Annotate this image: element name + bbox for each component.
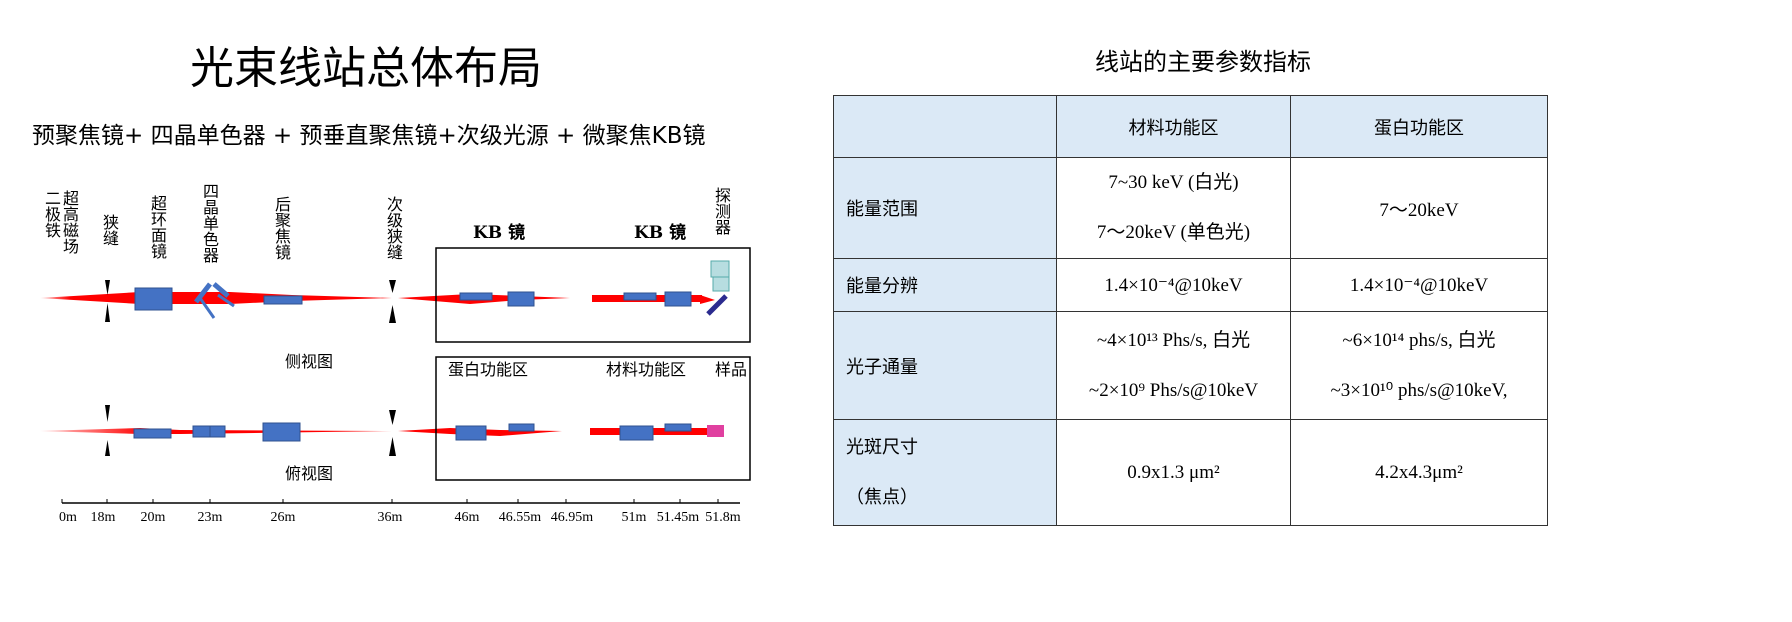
cell: 1.4×10⁻⁴@10keV — [1056, 258, 1291, 312]
beamline-diagram — [40, 247, 751, 504]
side-view-beam — [40, 260, 730, 323]
label-detector: 探测器 — [712, 187, 731, 235]
cell-line: 7~30 keV (白光) — [1108, 172, 1239, 193]
cell-line: ~2×10⁹ Phs/s@10keV — [1088, 379, 1259, 401]
params-table: 材料功能区 蛋白功能区 能量范围 7~30 keV (白光) 7～20keV (单… — [833, 95, 1548, 526]
tick-label: 20m — [140, 510, 166, 525]
label-kb-1: KB 镜 — [473, 223, 526, 243]
header-cell — [833, 95, 1057, 158]
tick-label: 26m — [270, 510, 296, 525]
side-view-box — [435, 247, 751, 343]
label-toroidal-mirror: 超环面镜 — [148, 195, 167, 259]
tick-label: 51m — [621, 510, 647, 525]
cell-line: ~6×10¹⁴ phs/s, 白光 — [1342, 329, 1496, 351]
layout-title: 光束线站总体布局 — [190, 43, 542, 94]
cell: 1.4×10⁻⁴@10keV — [1290, 258, 1548, 312]
toroidal-mirror — [134, 287, 173, 311]
header-cell: 蛋白功能区 — [1290, 95, 1548, 158]
cell: 7～20keV — [1290, 157, 1548, 259]
label-side-view: 侧视图 — [285, 352, 334, 371]
cell: 0.9x1.3 μm² — [1056, 419, 1291, 526]
row-label-line: （焦点） — [846, 486, 918, 508]
label-slit: 狭缝 — [100, 214, 119, 246]
cell: 4.2x4.3μm² — [1290, 419, 1548, 526]
row-label-line: 光斑尺寸 — [846, 436, 918, 458]
header-cell: 材料功能区 — [1056, 95, 1291, 158]
tick-label: 46.95m — [550, 510, 594, 525]
table-row: 能量范围 7~30 keV (白光) 7～20keV (单色光) 7～20keV — [833, 157, 1548, 259]
tick-label: 23m — [197, 510, 223, 525]
top-view-box — [435, 356, 751, 481]
label-secondary-slit: 次级狭缝 — [384, 196, 403, 260]
params-title: 线站的主要参数指标 — [1095, 48, 1311, 76]
label-kb-2: KB 镜 — [634, 223, 687, 243]
cell: ~6×10¹⁴ phs/s, 白光 ~3×10¹⁰ phs/s@10keV, — [1290, 311, 1548, 420]
row-label: 能量分辨 — [833, 258, 1057, 312]
tick-label: 51.45m — [656, 510, 700, 525]
cell-line: ~4×10¹³ Phs/s, 白光 — [1096, 329, 1251, 351]
layout-subtitle: 预聚焦镜+ 四晶单色器 + 预垂直聚焦镜+次级光源 + 微聚焦KB镜 — [32, 123, 706, 149]
tick-label: 46.55m — [498, 510, 542, 525]
cell-line: ~3×10¹⁰ phs/s@10keV, — [1330, 379, 1508, 401]
cell-line: 7～20keV (单色光) — [1096, 222, 1251, 243]
label-top-view: 俯视图 — [285, 464, 334, 483]
tick-label: 51.8m — [705, 510, 741, 525]
tick-label: 18m — [90, 510, 116, 525]
label-dipole-2: 二极铁 — [42, 190, 61, 238]
cell-line: 7～20keV — [1379, 199, 1459, 221]
row-label: 光斑尺寸 （焦点） — [833, 419, 1057, 526]
label-post-focus: 后聚焦镜 — [272, 196, 291, 260]
cell: 7~30 keV (白光) 7～20keV (单色光) — [1056, 157, 1291, 259]
sample-mark — [707, 425, 724, 437]
top-view-beam — [40, 405, 724, 456]
label-monochromator: 四晶单色器 — [200, 183, 219, 263]
row-label: 光子通量 — [833, 311, 1057, 420]
tick-label: 36m — [377, 510, 403, 525]
tick-label: 46m — [454, 510, 480, 525]
table-header-row: 材料功能区 蛋白功能区 — [833, 95, 1548, 158]
cell: ~4×10¹³ Phs/s, 白光 ~2×10⁹ Phs/s@10keV — [1056, 311, 1291, 420]
label-material-zone: 材料功能区 — [606, 360, 687, 379]
table-row: 能量分辨 1.4×10⁻⁴@10keV 1.4×10⁻⁴@10keV — [833, 258, 1548, 312]
label-dipole-1: 超高磁场 — [60, 190, 79, 254]
table-row: 光子通量 ~4×10¹³ Phs/s, 白光 ~2×10⁹ Phs/s@10keV… — [833, 311, 1548, 420]
label-protein-zone: 蛋白功能区 — [448, 360, 529, 379]
label-sample: 样品 — [715, 360, 748, 379]
table-row: 光斑尺寸 （焦点） 0.9x1.3 μm² 4.2x4.3μm² — [833, 419, 1548, 526]
row-label: 能量范围 — [833, 157, 1057, 259]
tick-label: 0m — [59, 510, 77, 525]
